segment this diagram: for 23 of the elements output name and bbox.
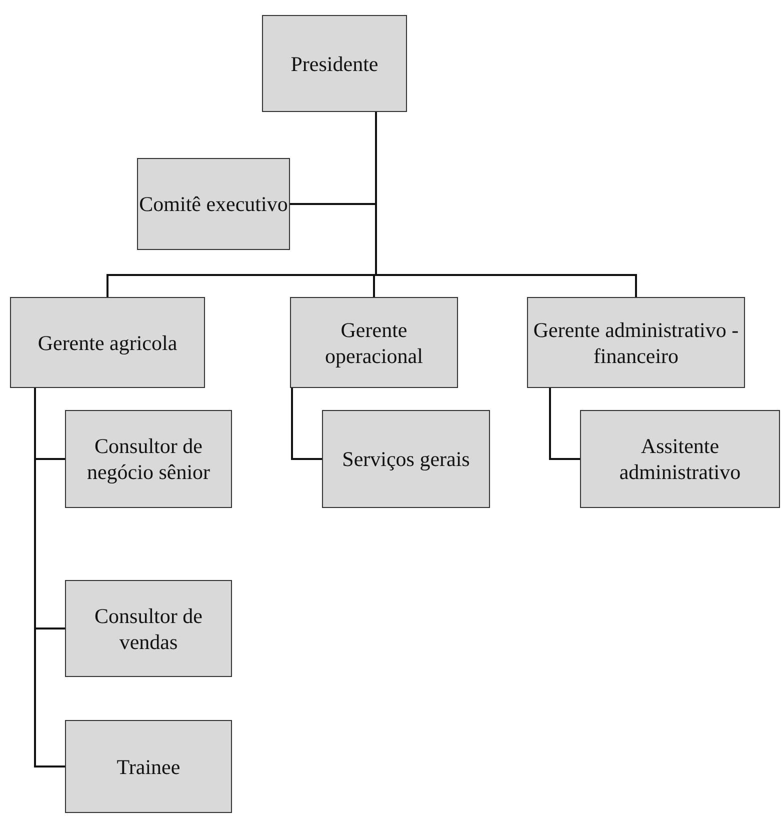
org-box (322, 410, 490, 508)
org-box (580, 410, 780, 508)
org-box (65, 720, 232, 813)
org-box (65, 410, 232, 508)
org-box (10, 297, 205, 388)
org-box (262, 15, 407, 112)
node-label: Gerente operacional (324, 316, 424, 368)
org-box (137, 158, 290, 250)
node-label: Comitê executivo (139, 191, 288, 217)
node-label: Consultor de vendas (94, 602, 204, 654)
node-label: Assitente administrativo (618, 433, 742, 485)
org-box (527, 297, 745, 388)
connector-line (291, 388, 322, 460)
node-label: Gerente agricola (38, 330, 178, 356)
node-label: Gerente administrativo -financeiro (532, 316, 740, 368)
node-label: Consultor de negócio sênior (86, 433, 212, 485)
connector-line (34, 388, 65, 768)
node-label: Presidente (290, 50, 378, 76)
node-label: Trainee (116, 754, 180, 780)
connector-line (549, 388, 580, 460)
org-box (290, 297, 458, 388)
node-label: Serviços gerais (342, 446, 470, 472)
org-box (65, 580, 232, 677)
